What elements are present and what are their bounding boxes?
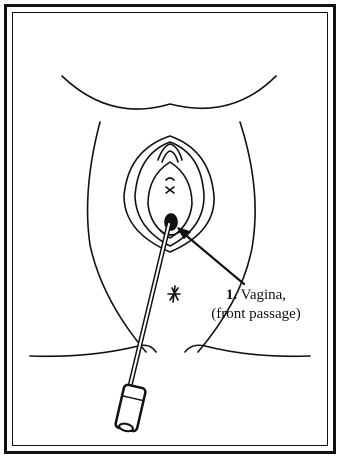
urethral-opening	[166, 178, 174, 193]
applicator-handle	[115, 384, 147, 433]
applicator-rod-core	[130, 224, 169, 386]
pointer-arrow-line	[182, 232, 244, 284]
hip-contour	[62, 76, 276, 109]
label-vagina: 1. Vagina, (front passage)	[194, 286, 318, 324]
right-buttock-line	[185, 345, 310, 356]
left-thigh-line	[88, 122, 146, 352]
label-term: Vagina,	[241, 287, 286, 303]
label-vagina-line1: 1. Vagina,	[194, 286, 318, 305]
label-detail: (front passage)	[194, 305, 318, 324]
label-number: 1.	[226, 287, 237, 303]
clitoral-hood-inner	[162, 151, 178, 162]
anus-mark	[168, 286, 180, 302]
